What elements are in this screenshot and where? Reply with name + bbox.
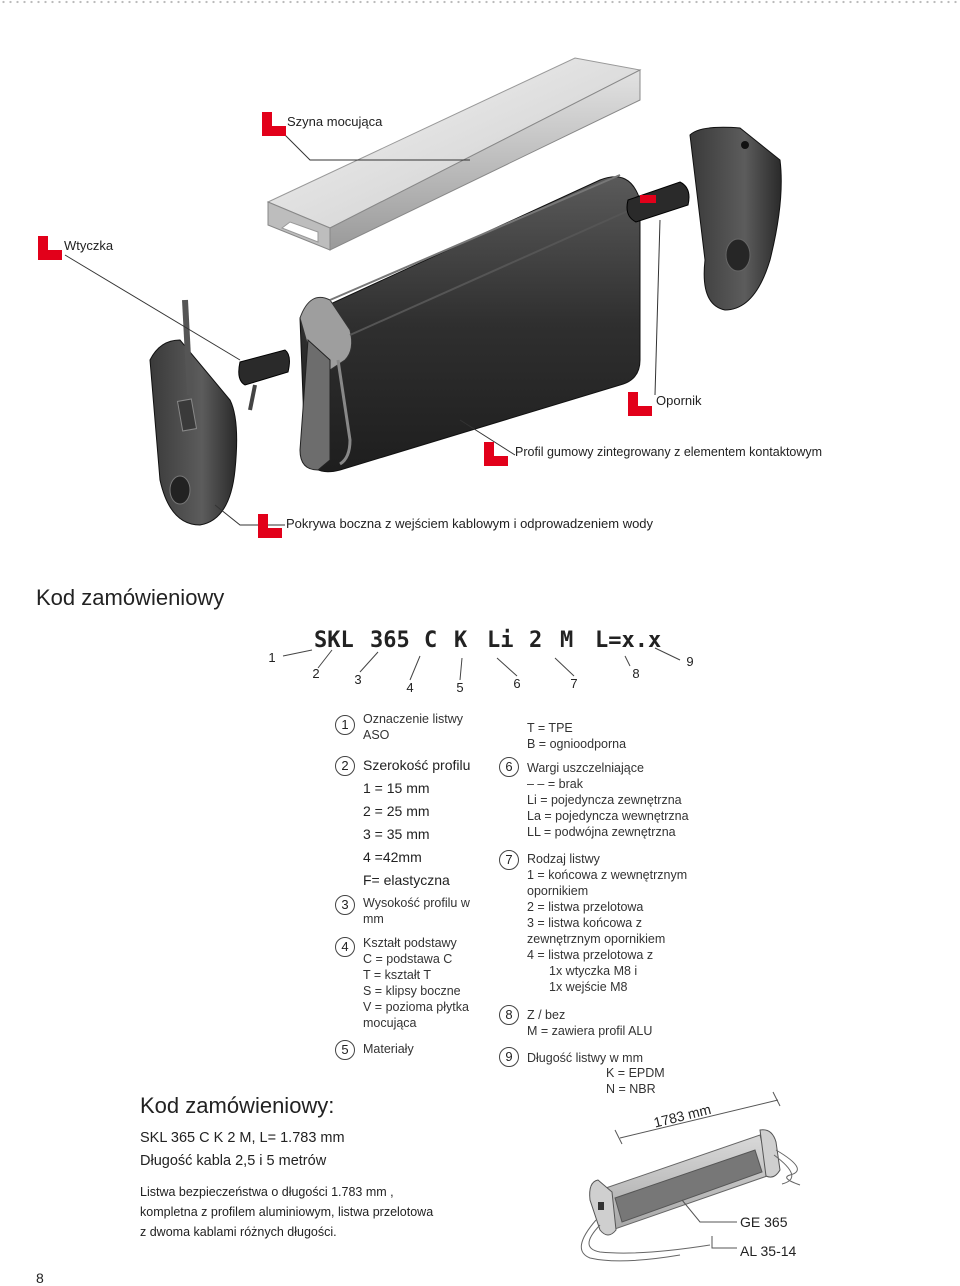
order-code-heading: Kod zamówieniowy bbox=[36, 585, 225, 610]
code-part-2: 365 bbox=[370, 628, 410, 653]
code-number-1: 1 bbox=[268, 650, 276, 665]
example-product-illustration bbox=[560, 1080, 820, 1270]
callout-leader-lines bbox=[64, 134, 661, 526]
legend-width-2: 2 = 25 mm bbox=[363, 803, 430, 819]
code-number-5: 5 bbox=[456, 680, 464, 695]
code-number-4: 4 bbox=[406, 680, 414, 695]
right-end-cap-icon bbox=[689, 126, 782, 311]
example-ge-label: GE 365 bbox=[740, 1214, 788, 1230]
exploded-view-illustration bbox=[0, 0, 960, 560]
callout-rail: Szyna mocująca bbox=[287, 114, 383, 129]
code-part-5: Li bbox=[487, 628, 514, 653]
code-number-7: 7 bbox=[570, 676, 578, 691]
left-end-cap-icon bbox=[149, 299, 238, 526]
code-number-8: 8 bbox=[632, 666, 640, 681]
code-part-1: SKL bbox=[314, 628, 354, 653]
code-part-8: L=x.x bbox=[595, 628, 662, 653]
legend-width-4: 4 =42mm bbox=[363, 849, 422, 865]
legend-number-3: 3 bbox=[335, 895, 355, 915]
example-code: SKL 365 C K 2 M, L= 1.783 mm bbox=[140, 1130, 345, 1146]
callout-marker-rail bbox=[262, 112, 286, 136]
code-number-2: 2 bbox=[312, 666, 320, 681]
legend-item-9: Długość listwy w mm bbox=[527, 1051, 643, 1065]
callout-plug: Wtyczka bbox=[64, 238, 114, 253]
code-number-6: 6 bbox=[513, 676, 521, 691]
callout-profile: Profil gumowy zintegrowany z elementem k… bbox=[515, 445, 823, 459]
left-plug-icon bbox=[238, 349, 290, 411]
legend-number-2: 2 bbox=[335, 756, 355, 776]
page-number: 8 bbox=[36, 1270, 44, 1286]
top-dotted-border bbox=[0, 0, 960, 4]
example-cable-length: Długość kabla 2,5 i 5 metrów bbox=[140, 1153, 327, 1169]
code-part-6: 2 bbox=[529, 628, 543, 653]
callout-marker-cover bbox=[258, 514, 282, 538]
legend-number-1: 1 bbox=[335, 715, 355, 735]
code-number-3: 3 bbox=[354, 672, 362, 687]
legend-number-8: 8 bbox=[499, 1005, 519, 1025]
code-part-4: K bbox=[454, 628, 468, 653]
rubber-profile-icon bbox=[299, 174, 641, 473]
legend-item-2-title: Szerokość profilu bbox=[363, 757, 471, 773]
legend-number-6: 6 bbox=[499, 757, 519, 777]
legend-item-5: Materiały bbox=[363, 1042, 414, 1056]
right-plug-icon bbox=[626, 181, 690, 223]
legend-number-7: 7 bbox=[499, 850, 519, 870]
callout-marker-plug bbox=[38, 236, 62, 260]
legend-width-flexible: F= elastyczna bbox=[363, 872, 450, 888]
legend-number-5: 5 bbox=[335, 1040, 355, 1060]
code-part-3: C bbox=[424, 628, 438, 653]
callout-marker-stop bbox=[628, 392, 652, 416]
legend-width-3: 3 = 35 mm bbox=[363, 826, 430, 842]
callout-stop: Opornik bbox=[656, 393, 702, 408]
example-description: Listwa bezpieczeństwa o długości 1.783 m… bbox=[140, 1185, 434, 1239]
example-al-label: AL 35-14 bbox=[740, 1243, 797, 1259]
callout-marker-profile bbox=[484, 442, 508, 466]
callout-cover: Pokrywa boczna z wejściem kablowym i odp… bbox=[286, 516, 654, 531]
code-number-9: 9 bbox=[686, 654, 694, 669]
code-leader-lines bbox=[282, 647, 681, 681]
code-part-7: M bbox=[560, 628, 574, 653]
aluminium-rail-icon bbox=[266, 57, 642, 251]
legend-number-4: 4 bbox=[335, 937, 355, 957]
legend-width-1: 1 = 15 mm bbox=[363, 780, 430, 796]
legend-number-9: 9 bbox=[499, 1047, 519, 1067]
example-heading: Kod zamówieniowy: bbox=[140, 1093, 335, 1118]
